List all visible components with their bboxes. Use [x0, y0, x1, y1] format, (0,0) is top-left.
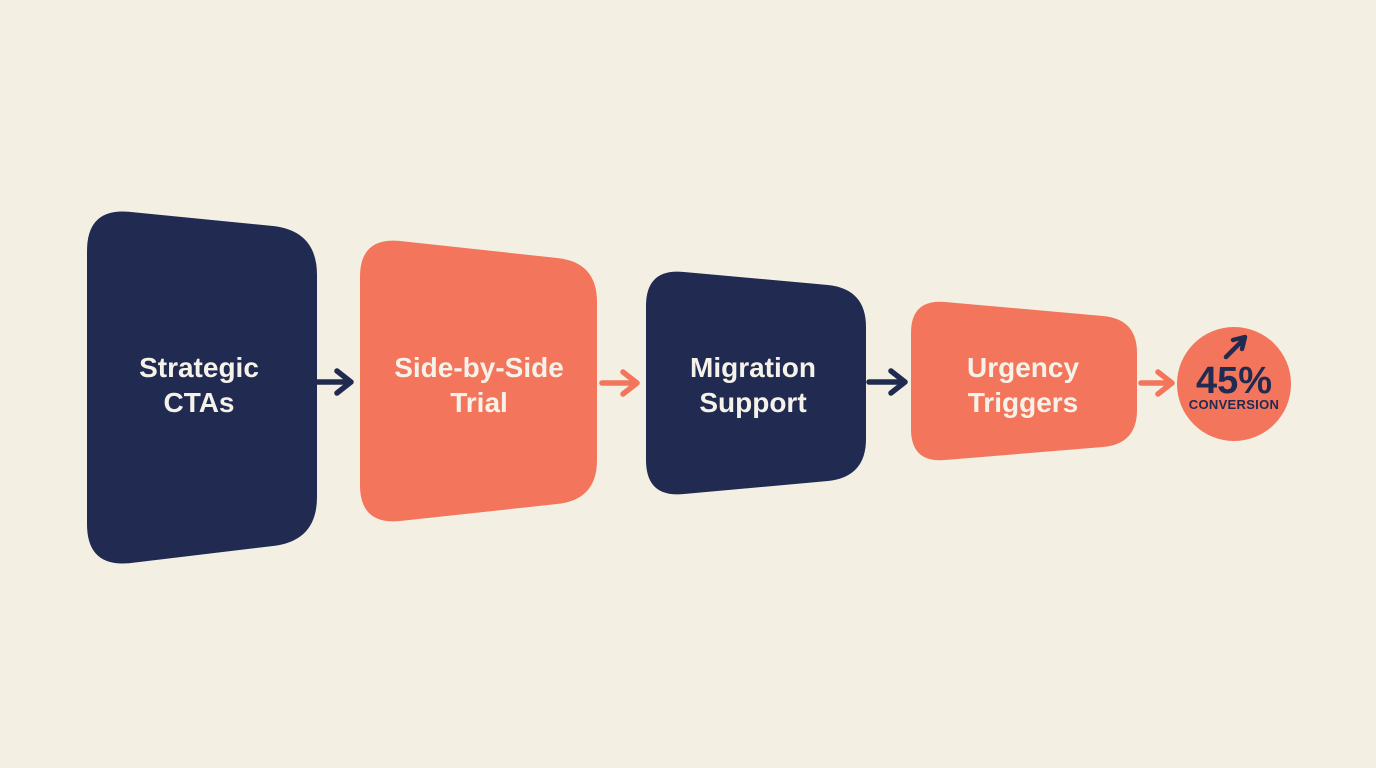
- step-label-line2: Support: [699, 387, 806, 418]
- result-label: CONVERSION: [1189, 397, 1279, 412]
- connector-arrow-1: [309, 368, 354, 396]
- step-label-line2: Trial: [450, 387, 508, 418]
- arrow-shaft: [1223, 337, 1246, 360]
- step-box: [360, 240, 597, 522]
- arrow-head-icon: [1230, 334, 1248, 352]
- step-urgency-triggers: Urgency Triggers: [911, 301, 1137, 461]
- connector-arrow-4: [1138, 369, 1175, 397]
- step-side-by-side-trial: Side-by-Side Trial: [360, 240, 597, 522]
- arrow-head-icon: [334, 368, 354, 396]
- step-box: [646, 271, 866, 495]
- result-circle: [1177, 327, 1291, 441]
- result-value: 45%: [1196, 360, 1272, 402]
- step-label-line1: Strategic: [139, 352, 259, 383]
- step-box: [87, 211, 317, 564]
- step-label-line2: Triggers: [968, 387, 1078, 418]
- step-label-line2: CTAs: [163, 387, 234, 418]
- step-strategic-ctas: Strategic CTAs: [87, 211, 317, 564]
- arrow-head-icon: [620, 369, 640, 397]
- arrow-head-icon: [1155, 369, 1175, 397]
- step-box: [911, 301, 1137, 461]
- arrow-head-icon: [888, 368, 908, 396]
- result-node: 45% CONVERSION: [1177, 327, 1291, 441]
- step-label-line1: Urgency: [967, 352, 1079, 383]
- step-label-line1: Migration: [690, 352, 816, 383]
- connector-arrow-2: [599, 369, 640, 397]
- step-label-line1: Side-by-Side: [394, 352, 564, 383]
- arrow-up-right-icon: [1223, 334, 1248, 360]
- connector-arrow-3: [866, 368, 908, 396]
- step-migration-support: Migration Support: [646, 271, 866, 495]
